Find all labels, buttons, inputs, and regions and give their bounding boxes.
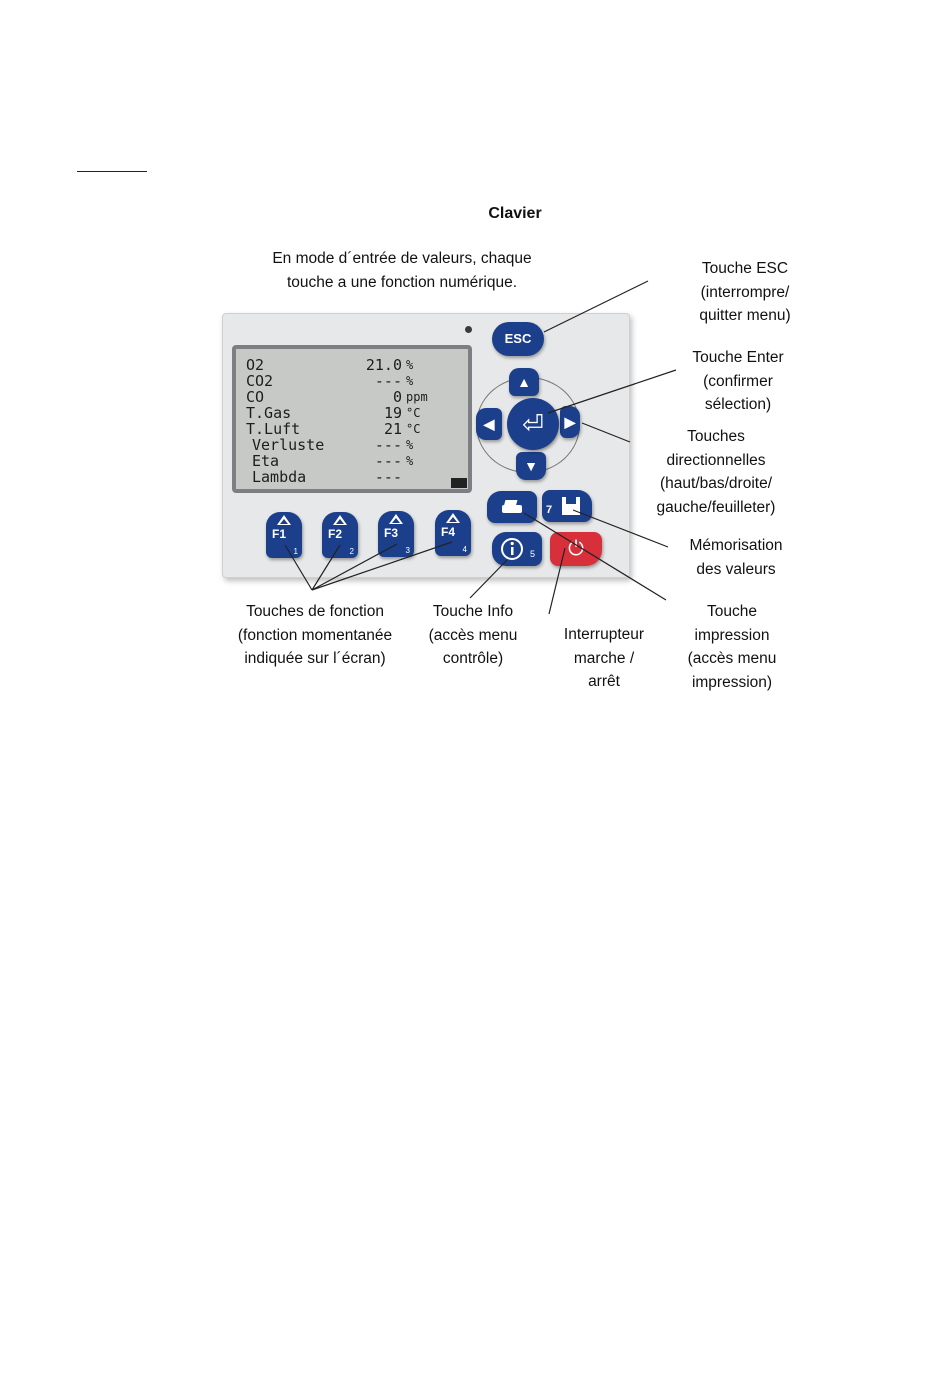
up-key[interactable]: ▲	[509, 368, 539, 396]
label-power-switch: Interrupteur marche / arrêt	[563, 626, 645, 690]
up-triangle-icon	[277, 515, 291, 525]
lcd-row: Eta --- %	[252, 452, 414, 470]
leader-f4	[311, 541, 453, 591]
leader-print	[523, 512, 667, 601]
battery-icon	[451, 478, 467, 488]
lcd-display: O2 21.0 % CO2 --- % CO 0 ppm T.Gas 19 °C…	[232, 345, 472, 493]
up-triangle-icon	[446, 513, 460, 523]
f3-key[interactable]: F3 3	[378, 511, 414, 557]
label-enter-key: Touche Enter (confirmer sélection)	[692, 349, 784, 413]
arrow-left-icon: ◀	[483, 416, 495, 432]
enter-arrow-icon: ⏎	[522, 409, 544, 439]
arrow-up-icon: ▲	[517, 374, 531, 390]
arrow-right-icon: ▶	[564, 414, 576, 430]
up-triangle-icon	[389, 514, 403, 524]
label-directional-keys: Touches directionnelles (haut/bas/droite…	[656, 428, 776, 516]
label-memory-key: Mémorisation des valeurs	[689, 537, 783, 578]
power-key[interactable]: ⏻	[550, 532, 602, 566]
print-key[interactable]	[487, 491, 537, 523]
arrow-down-icon: ▼	[524, 458, 538, 474]
leader-enter	[547, 369, 677, 414]
lcd-row: T.Luft 21 °C	[246, 420, 421, 438]
leader-info	[469, 559, 508, 599]
status-led	[465, 326, 472, 333]
f1-key[interactable]: F1 1	[266, 512, 302, 558]
lcd-row: Verluste --- %	[252, 436, 414, 454]
printer-icon	[502, 500, 522, 513]
info-icon	[501, 538, 523, 560]
leader-esc	[543, 280, 649, 333]
leader-memory	[572, 509, 669, 548]
diagram-title: Clavier	[488, 205, 542, 222]
right-key[interactable]: ▶	[560, 406, 580, 438]
down-key[interactable]: ▼	[516, 452, 546, 480]
esc-key[interactable]: ESC	[492, 322, 544, 356]
lcd-row: T.Gas 19 °C	[246, 404, 421, 422]
lcd-row: CO 0 ppm	[246, 388, 428, 406]
leader-dir	[581, 422, 631, 443]
left-key[interactable]: ◀	[476, 408, 502, 440]
label-function-keys: Touches de fonction (fonction momentanée…	[237, 603, 393, 667]
up-triangle-icon	[333, 515, 347, 525]
leader-power	[548, 547, 566, 615]
label-esc-key: Touche ESC (interrompre/ quitter menu)	[699, 260, 791, 324]
lcd-row: O2 21.0 %	[246, 356, 414, 374]
leader-f3	[311, 543, 398, 591]
label-numeric-mode: En mode d´entrée de valeurs, chaque touc…	[272, 250, 532, 291]
lcd-row: Lambda ---	[252, 468, 402, 486]
header-rule	[77, 171, 147, 172]
enter-key[interactable]: ⏎	[507, 398, 559, 450]
leader-f1	[284, 544, 313, 591]
f4-key[interactable]: F4 4	[435, 510, 471, 556]
lcd-row: CO2 --- %	[246, 372, 414, 390]
leader-f2	[311, 544, 341, 591]
f2-key[interactable]: F2 2	[322, 512, 358, 558]
power-icon: ⏻	[568, 538, 584, 560]
label-info-key: Touche Info (accès menu contrôle)	[428, 603, 518, 667]
info-key[interactable]: 5	[492, 532, 542, 566]
label-print-key: Touche impression (accès menu impression…	[687, 603, 777, 691]
